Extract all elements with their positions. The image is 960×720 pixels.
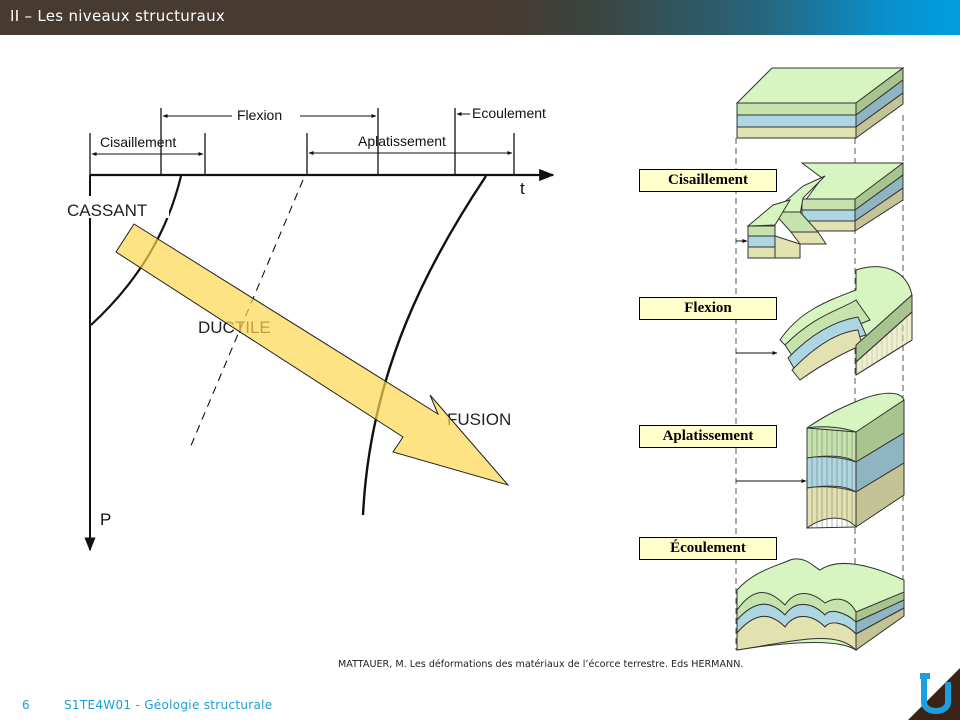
block-label-flexion: Flexion xyxy=(639,297,777,320)
range-label-flexion: Flexion xyxy=(237,107,282,123)
shear-block xyxy=(736,162,904,259)
flattening-block xyxy=(736,392,905,529)
cassant-label-bg xyxy=(65,196,169,218)
domain-label-cassant: CASSANT xyxy=(67,201,147,220)
range-label-aplatissement: Aplatissement xyxy=(358,133,446,149)
university-logo xyxy=(908,668,960,720)
range-label-ecoulement: Ecoulement xyxy=(472,105,546,121)
p-axis-label: P xyxy=(100,510,111,529)
block-label-ecoulement: Écoulement xyxy=(639,537,777,560)
flow-block xyxy=(736,558,905,652)
page-number: 6 xyxy=(22,698,30,712)
deformation-diagram: t P Cisaillement Flexion Aplatissement E… xyxy=(65,105,555,552)
range-label-cisaillement: Cisaillement xyxy=(100,134,176,150)
t-axis-label: t xyxy=(520,179,525,198)
range-ticks xyxy=(89,108,515,175)
slide-header: II – Les niveaux structuraux xyxy=(0,0,960,35)
block-label-cisaillement: Cisaillement xyxy=(639,169,777,192)
evolution-arrow xyxy=(115,223,510,486)
slide-title: II – Les niveaux structuraux xyxy=(10,7,226,25)
block-label-aplatissement: Aplatissement xyxy=(639,425,777,448)
domain-label-fusion: FUSION xyxy=(447,410,511,429)
source-citation: MATTAUER, M. Les déformations des matéri… xyxy=(338,659,744,670)
course-title: S1TE4W01 - Géologie structurale xyxy=(64,698,273,712)
fold-block xyxy=(736,266,913,381)
undeformed-block xyxy=(735,67,905,139)
fusion-boundary-curve xyxy=(361,175,487,516)
